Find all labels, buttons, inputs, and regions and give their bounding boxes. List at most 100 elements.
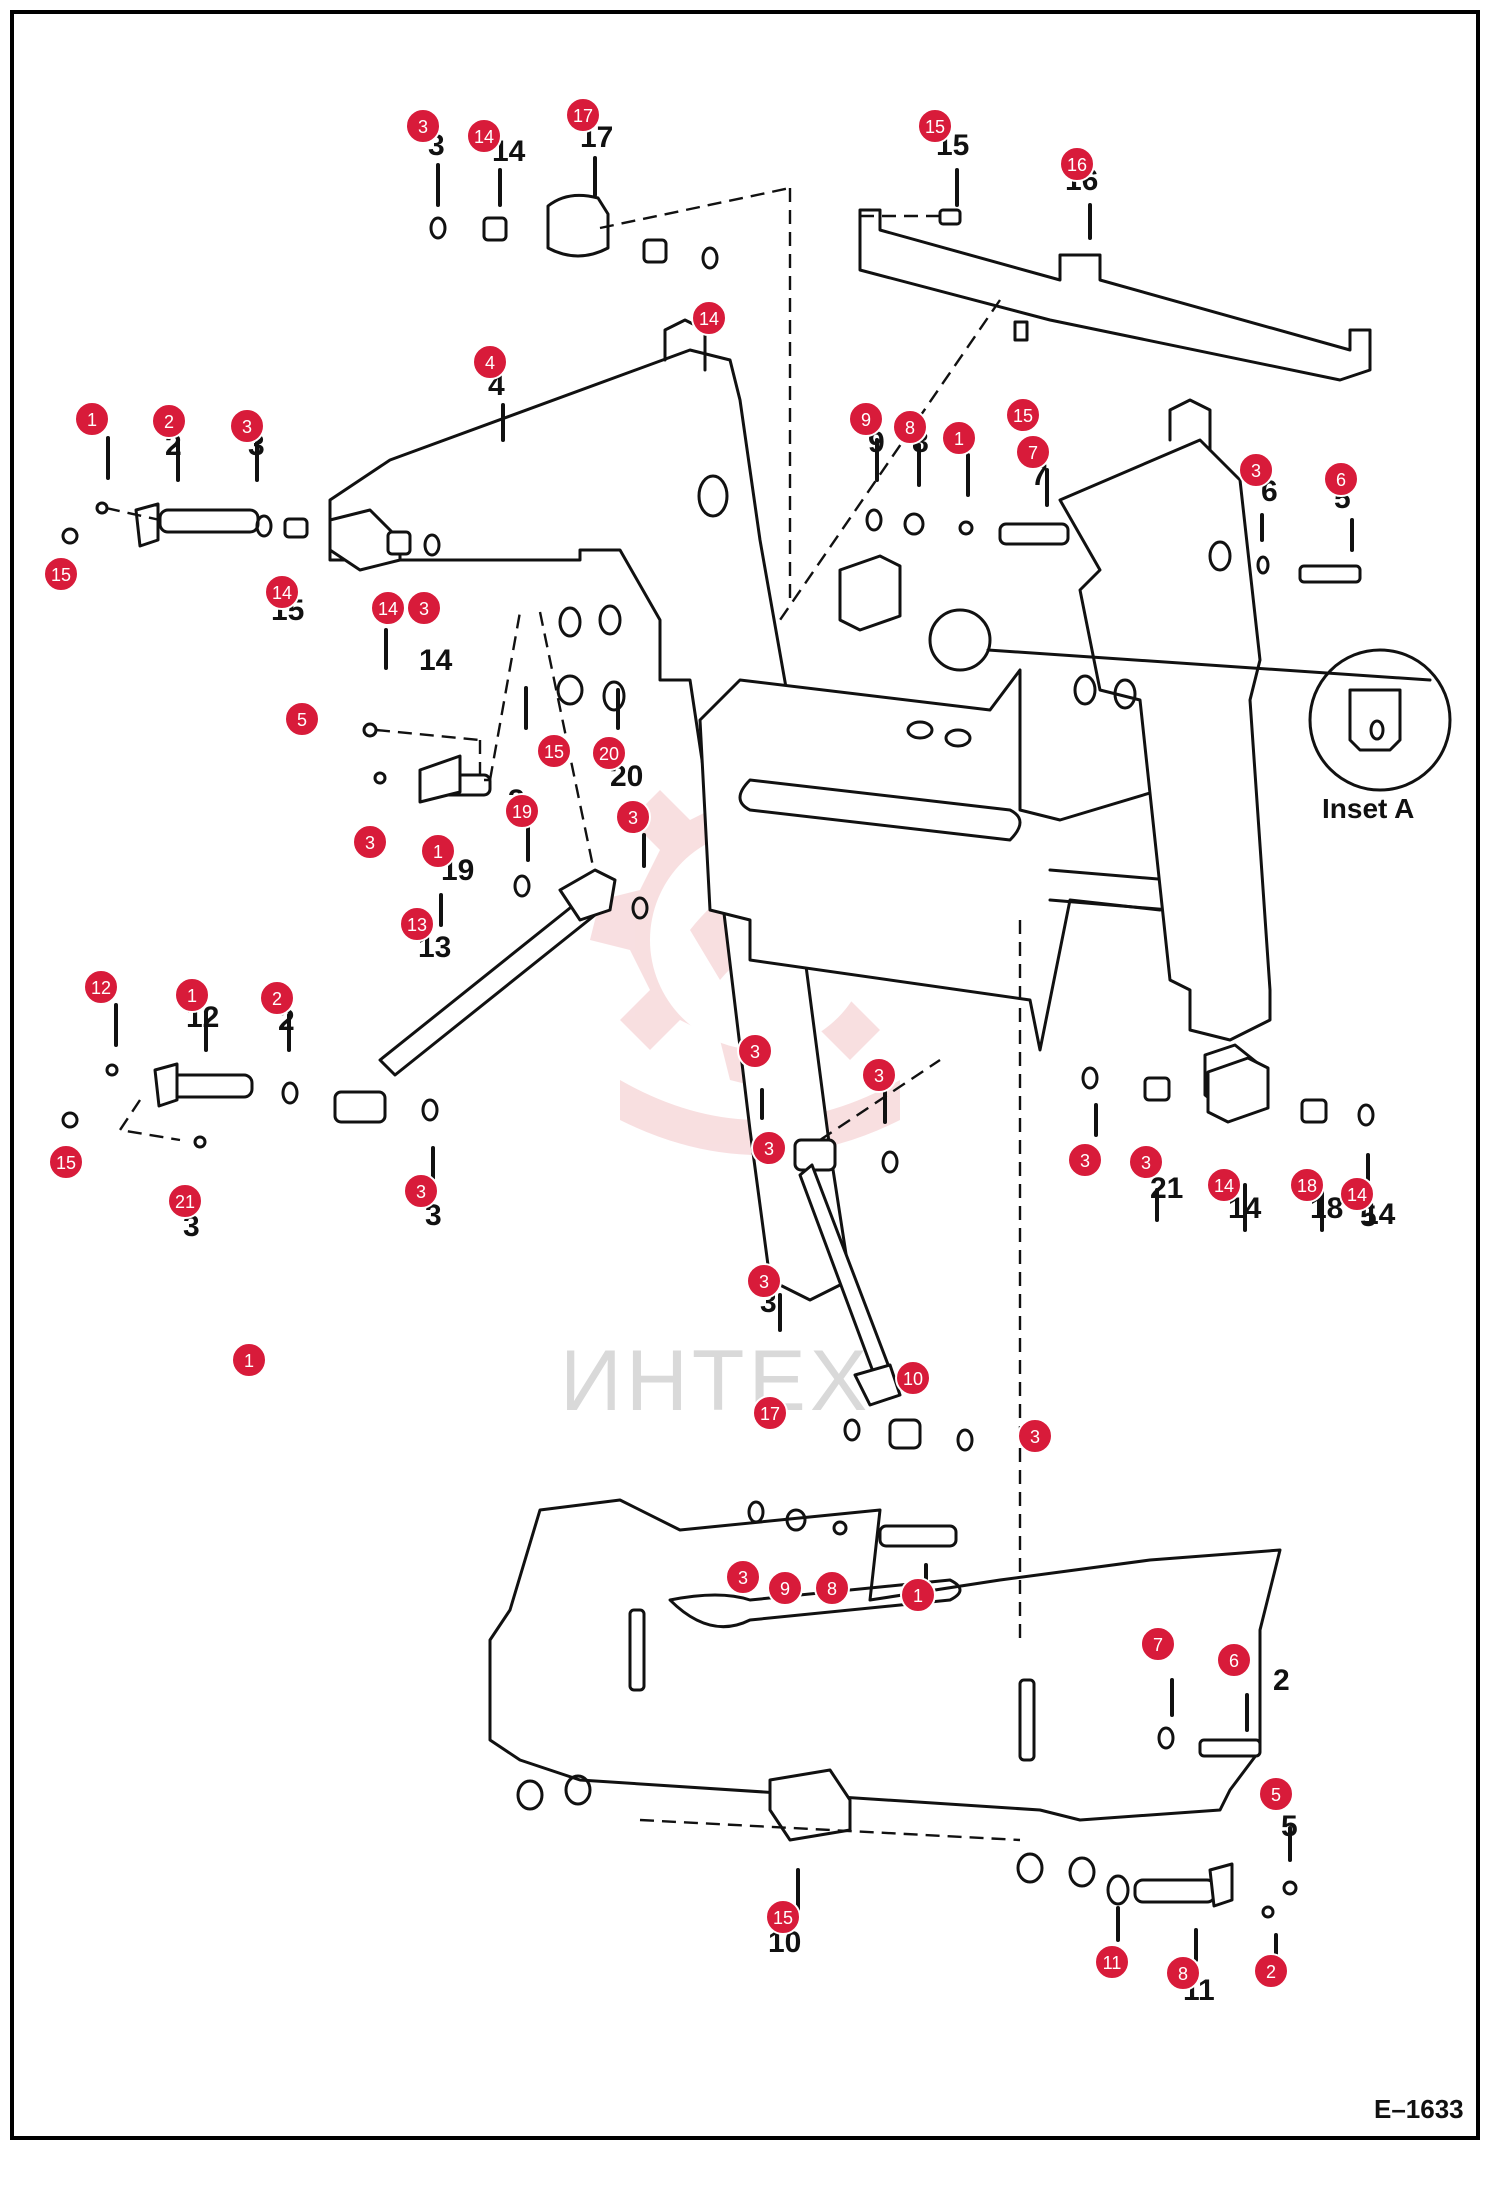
callout-badge[interactable]: 17 <box>565 97 601 133</box>
callout-badge[interactable]: 8 <box>892 409 928 445</box>
callout-badge[interactable]: 15 <box>43 556 79 592</box>
callout-badge[interactable]: 15 <box>536 733 572 769</box>
callout-badge[interactable]: 3 <box>746 1263 782 1299</box>
callout-badge[interactable]: 3 <box>615 799 651 835</box>
callout-badge[interactable]: 15 <box>1005 397 1041 433</box>
callout-badge[interactable]: 1 <box>74 401 110 437</box>
tilt-cylinder <box>333 868 649 1124</box>
drawing-code: E–1633 <box>1374 2094 1464 2124</box>
callout-number: 3 <box>365 833 375 853</box>
callout-badge[interactable]: 14 <box>466 118 502 154</box>
callout-number: 15 <box>925 117 945 137</box>
item-number-label: 2 <box>1273 1664 1290 1697</box>
callout-badge[interactable]: 1 <box>941 420 977 456</box>
callout-number: 15 <box>773 1908 793 1928</box>
callout-badge[interactable]: 13 <box>399 906 435 942</box>
callout-number: 8 <box>1178 1964 1188 1984</box>
callout-badge[interactable]: 3 <box>1067 1142 1103 1178</box>
callout-badge[interactable]: 15 <box>48 1144 84 1180</box>
callout-badge[interactable]: 3 <box>1128 1144 1164 1180</box>
callout-badge[interactable]: 9 <box>848 401 884 437</box>
callout-badge[interactable]: 21 <box>167 1183 203 1219</box>
callout-number: 3 <box>242 417 252 437</box>
callout-badge[interactable]: 3 <box>405 108 441 144</box>
callout-badge[interactable]: 3 <box>1238 452 1274 488</box>
callout-number: 14 <box>1347 1185 1367 1205</box>
callout-number: 1 <box>954 429 964 449</box>
callout-badge[interactable]: 9 <box>767 1570 803 1606</box>
callout-badge[interactable]: 3 <box>406 590 442 626</box>
callout-number: 14 <box>378 599 398 619</box>
callout-number: 20 <box>599 744 619 764</box>
callout-badge[interactable]: 2 <box>151 403 187 439</box>
callout-badge[interactable]: 17 <box>752 1395 788 1431</box>
callout-badge[interactable]: 3 <box>725 1559 761 1595</box>
callout-badge[interactable]: 3 <box>1017 1418 1053 1454</box>
callout-number: 6 <box>1229 1651 1239 1671</box>
item-number-label: 14 <box>419 644 453 677</box>
callout-badge[interactable]: 7 <box>1140 1626 1176 1662</box>
callout-badge[interactable]: 19 <box>504 793 540 829</box>
callout-badge[interactable]: 20 <box>591 735 627 771</box>
callout-number: 9 <box>861 410 871 430</box>
quick-attach-plate <box>488 920 1282 1888</box>
callout-number: 15 <box>56 1153 76 1173</box>
callout-badge[interactable]: 14 <box>264 574 300 610</box>
callout-number: 3 <box>628 808 638 828</box>
callout-badge[interactable]: 1 <box>900 1577 936 1613</box>
callout-badge[interactable]: 8 <box>814 1570 850 1606</box>
callout-badge[interactable]: 1 <box>420 833 456 869</box>
callout-number: 7 <box>1153 1635 1163 1655</box>
callout-badge[interactable]: 7 <box>1015 434 1051 470</box>
inset-label: Inset A <box>1322 793 1414 824</box>
callout-badge[interactable]: 2 <box>259 980 295 1016</box>
callout-number: 14 <box>1214 1176 1234 1196</box>
callout-number: 3 <box>874 1066 884 1086</box>
callout-badge[interactable]: 3 <box>751 1130 787 1166</box>
callout-number: 3 <box>1030 1427 1040 1447</box>
callout-badge[interactable]: 6 <box>1216 1642 1252 1678</box>
callout-badge[interactable]: 2 <box>1253 1953 1289 1989</box>
main-frame-left <box>328 318 852 1302</box>
callout-badge[interactable]: 3 <box>352 824 388 860</box>
callout-badge[interactable]: 3 <box>403 1173 439 1209</box>
callout-badge[interactable]: 3 <box>229 408 265 444</box>
callout-number: 1 <box>433 842 443 862</box>
callout-badge[interactable]: 3 <box>861 1057 897 1093</box>
callout-badge[interactable]: 5 <box>284 701 320 737</box>
callout-badge[interactable]: 14 <box>370 590 406 626</box>
upper-left-pin-assembly <box>61 501 441 557</box>
top-bushing-assembly <box>429 186 792 600</box>
callout-badge[interactable]: 15 <box>917 108 953 144</box>
callout-badge[interactable]: 18 <box>1289 1167 1325 1203</box>
callout-badge[interactable]: 12 <box>83 969 119 1005</box>
callout-badge[interactable]: 14 <box>691 300 727 336</box>
callout-badge[interactable]: 16 <box>1059 146 1095 182</box>
callout-badge[interactable]: 10 <box>895 1360 931 1396</box>
callout-badge[interactable]: 14 <box>1206 1167 1242 1203</box>
callout-number: 8 <box>905 418 915 438</box>
main-frame-right <box>1058 398 1362 1117</box>
callout-number: 16 <box>1067 155 1087 175</box>
callout-badge[interactable]: 15 <box>765 1899 801 1935</box>
right-bushing-assembly <box>1081 1056 1375 1127</box>
callout-number: 14 <box>272 583 292 603</box>
callout-number: 3 <box>750 1042 760 1062</box>
callout-badge[interactable]: 4 <box>472 344 508 380</box>
callout-number: 2 <box>272 989 282 1009</box>
callout-number: 14 <box>474 127 494 147</box>
callout-badge[interactable]: 14 <box>1339 1176 1375 1212</box>
callout-number: 1 <box>244 1351 254 1371</box>
callout-badge[interactable]: 8 <box>1165 1955 1201 1991</box>
callout-number: 1 <box>187 986 197 1006</box>
callout-number: 2 <box>164 412 174 432</box>
callout-number: 12 <box>91 978 111 998</box>
callout-badge[interactable]: 5 <box>1258 1776 1294 1812</box>
callout-badge[interactable]: 11 <box>1094 1944 1130 1980</box>
callout-badge[interactable]: 1 <box>231 1342 267 1378</box>
callout-number: 3 <box>416 1182 426 1202</box>
callout-badge[interactable]: 6 <box>1323 461 1359 497</box>
watermark-text: ИНТЕХ <box>560 1333 871 1429</box>
callout-badge[interactable]: 3 <box>737 1033 773 1069</box>
callout-badge[interactable]: 1 <box>174 977 210 1013</box>
